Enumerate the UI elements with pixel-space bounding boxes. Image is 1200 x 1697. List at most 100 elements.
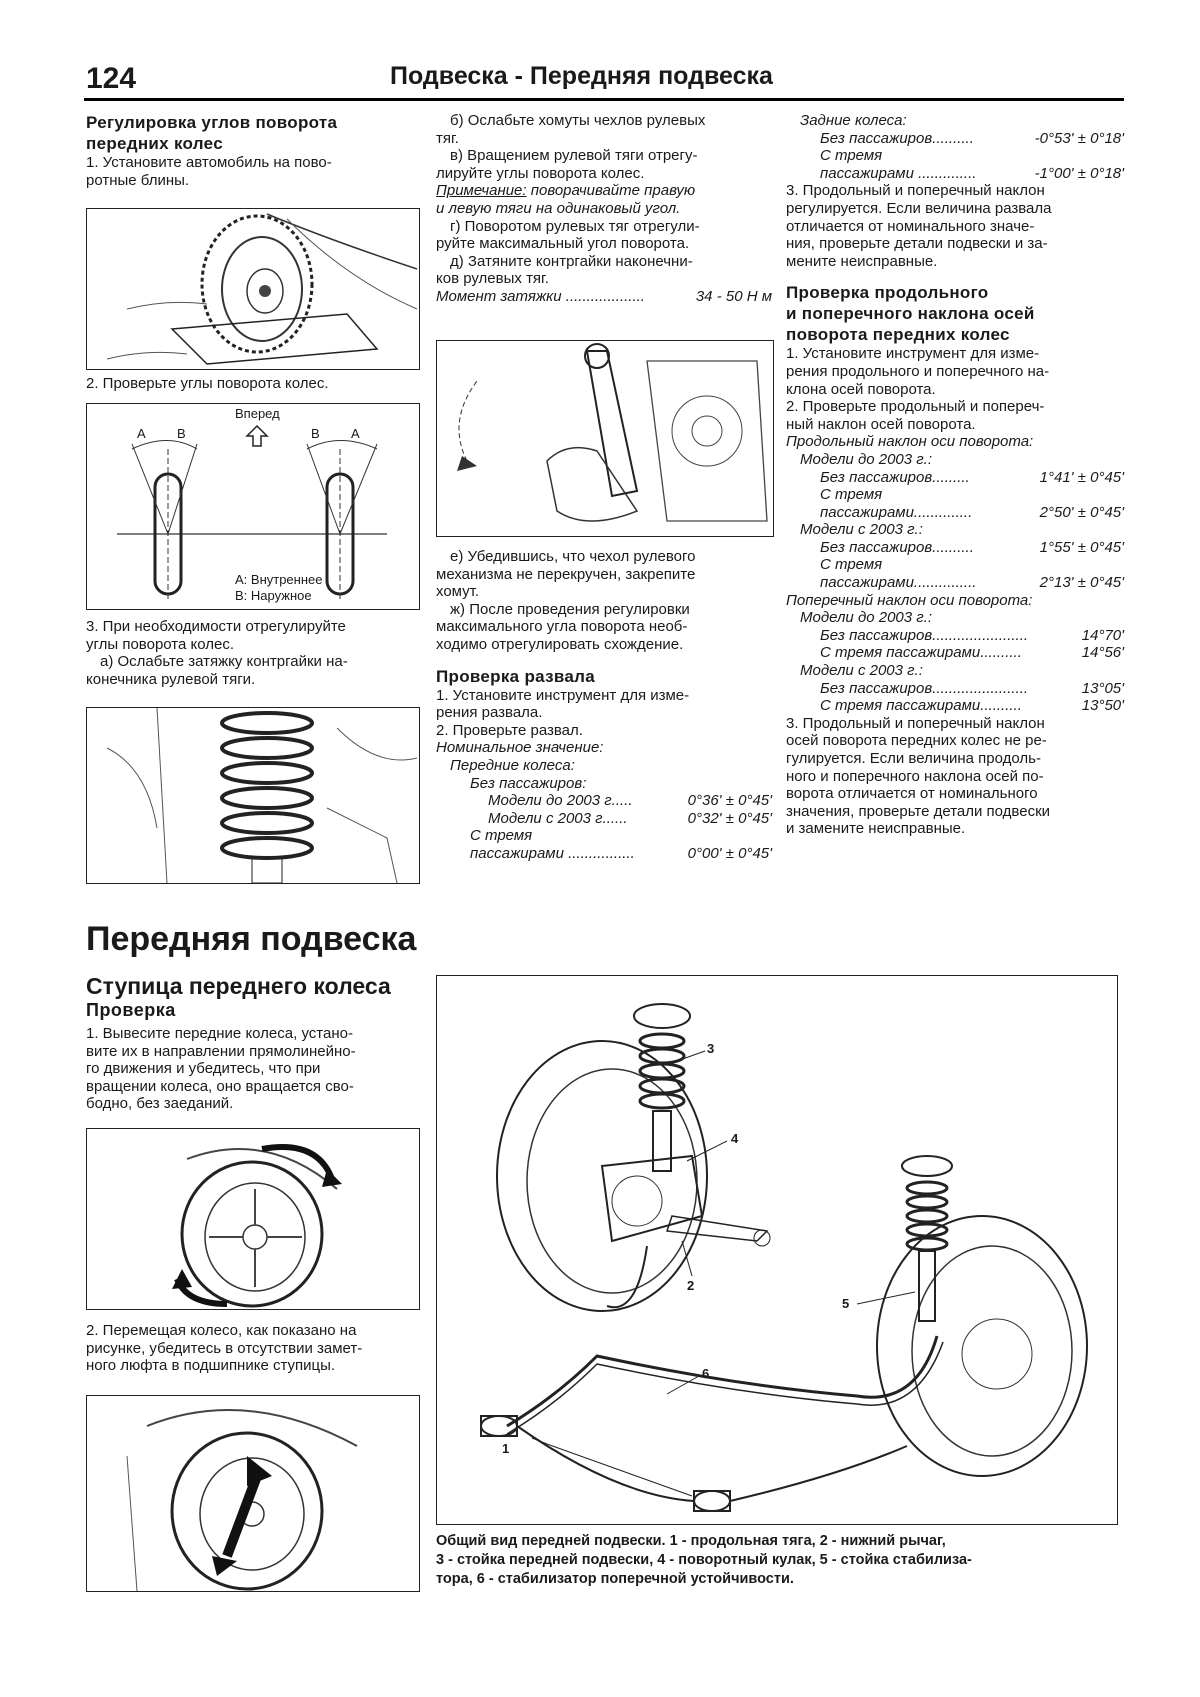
spec-row: пассажирами...............2°13' ± 0°45'	[820, 574, 1124, 592]
step-text: ного люфта в подшипнике ступицы.	[86, 1357, 336, 1375]
step-text: хомут.	[436, 583, 480, 601]
callout-6: 6	[702, 1366, 710, 1381]
spec-label: Без пассажиров:	[470, 774, 587, 792]
step-text: гулируется. Если величина продоль-	[786, 750, 1041, 767]
step-text: рения продольного и поперечного на-	[786, 362, 1050, 380]
step-text: ного и поперечного наклона осей по-	[786, 767, 1044, 785]
step-text: 2. Проверьте продольный и попереч-	[786, 398, 1045, 416]
column-3: Задние колеса: Без пассажиров..........-…	[786, 112, 1124, 838]
section-heading: Проверка продольного	[786, 283, 989, 303]
step-text: б) Ослабьте хомуты чехлов рулевых	[450, 112, 706, 129]
coil-spring-illustration	[106, 708, 418, 883]
step-text: 2. Перемещая колесо, как показано на	[86, 1322, 357, 1339]
step-text: тяг.	[436, 129, 459, 147]
step-text: бодно, без заеданий.	[86, 1095, 234, 1113]
spec-label: Номинальное значение:	[436, 739, 604, 757]
turning-angle-diagram: Вперед A B B A A: Внутреннее B: Наружное	[86, 403, 420, 610]
turntable-figure	[86, 208, 420, 370]
step-text: 1. Вывесите передние колеса, устано-	[86, 1025, 353, 1042]
legend-outer: B: Наружное	[235, 588, 312, 603]
step-text: и замените неисправные.	[786, 820, 966, 838]
step-text: клона осей поворота.	[786, 380, 936, 398]
callout-1: 1	[502, 1441, 510, 1456]
spec-row: Без пассажиров.........1°41' ± 0°45'	[820, 468, 1124, 486]
torque-spec: Момент затяжки ...................34 - 5…	[436, 287, 772, 305]
step-text: е) Убедившись, что чехол рулевого	[450, 548, 696, 565]
spec-label: С тремя	[820, 147, 883, 165]
step-text: руйте максимальный угол поворота.	[436, 235, 690, 253]
step-text: 2. Проверьте углы поворота колес.	[86, 375, 329, 392]
section-heading-cont: передних колес	[86, 134, 223, 153]
figure-caption: Общий вид передней подвески. 1 - продоль…	[436, 1532, 1116, 1589]
step-text: ный наклон осей поворота.	[786, 415, 976, 433]
step-text: рения развала.	[436, 704, 543, 722]
angle-b-label: B	[177, 426, 186, 441]
suspension-overview-figure: 1 2 3 4 5 6	[436, 975, 1118, 1525]
step-text: ходимо отрегулировать схождение.	[436, 635, 684, 653]
turning-angle-svg	[117, 424, 387, 599]
step-text: 3. Продольный и поперечный наклон	[786, 714, 1045, 732]
section-heading: поворота передних колес	[786, 325, 1010, 345]
step-text: отличается от номинального значе-	[786, 217, 1035, 235]
step-text: осей поворота передних колес не ре-	[786, 732, 1047, 750]
step-text: конечника рулевой тяги.	[86, 670, 256, 688]
column-1-top: Регулировка углов поворота передних коле…	[86, 112, 421, 189]
header-rule	[84, 98, 1124, 101]
spec-row: пассажирами..............2°50' ± 0°45'	[820, 503, 1124, 521]
spec-label: Поперечный наклон оси поворота:	[786, 591, 1033, 609]
caption-line: Общий вид передней подвески. 1 - продоль…	[436, 1533, 946, 1549]
spec-row: Без пассажиров.......................13°…	[820, 679, 1124, 697]
page-title: Подвеска - Передняя подвеска	[390, 62, 773, 90]
caption-line: тора, 6 - стабилизатор поперечной устойч…	[436, 1571, 794, 1587]
spec-label: Продольный наклон оси поворота:	[786, 433, 1034, 451]
wheel-rotate-figure	[86, 1128, 420, 1310]
legend-inner: A: Внутреннее	[235, 572, 323, 587]
hub-steps-2: 2. Перемещая колесо, как показано на рис…	[86, 1322, 421, 1375]
step-text: лируйте углы поворота колес.	[436, 164, 645, 182]
subsection-title: Ступица переднего колеса	[86, 973, 391, 999]
spec-label: С тремя	[820, 556, 883, 574]
step-text: вите их в направлении прямолинейно-	[86, 1042, 356, 1060]
wheel-on-turntable-illustration	[106, 213, 418, 365]
step-text: ротные блины.	[86, 171, 190, 189]
spec-row: Без пассажиров..........1°55' ± 0°45'	[820, 538, 1124, 556]
step-text: д) Затяните контргайки наконечни-	[450, 252, 693, 270]
spec-label: Модели с 2003 г.:	[800, 662, 923, 680]
spec-label: Модели до 2003 г.:	[800, 609, 933, 627]
step-text: механизма не перекручен, закрепите	[436, 565, 696, 583]
spec-label: Передние колеса:	[450, 756, 575, 774]
spec-label: Задние колеса:	[800, 112, 907, 129]
step-text: ж) После проведения регулировки	[450, 600, 690, 618]
spec-row: Модели с 2003 г......0°32' ± 0°45'	[488, 809, 772, 827]
step-text: а) Ослабьте затяжку контргайки на-	[100, 653, 348, 671]
spec-row: пассажирами ................0°00' ± 0°45…	[470, 844, 772, 862]
step-text: углы поворота колес.	[86, 635, 235, 653]
wheel-rotation-illustration	[172, 1144, 342, 1308]
column-1-step2: 2. Проверьте углы поворота колес.	[86, 375, 421, 393]
spec-label: Модели до 2003 г.:	[800, 450, 933, 468]
wheel-play-illustration	[126, 1409, 358, 1591]
callout-3: 3	[707, 1041, 715, 1056]
step-text: 1. Установите инструмент для изме-	[436, 686, 690, 704]
angle-a-label: A	[137, 426, 146, 441]
step-text: ков рулевых тяг.	[436, 270, 549, 288]
spec-row: Модели до 2003 г.....0°36' ± 0°45'	[488, 792, 772, 810]
callout-4: 4	[731, 1131, 739, 1146]
step-text: значения, проверьте детали подвески	[786, 802, 1051, 820]
step-text: г) Поворотом рулевых тяг отрегули-	[450, 217, 700, 235]
page-number: 124	[86, 62, 137, 95]
spec-row: Без пассажиров.......................14°…	[820, 626, 1124, 644]
step-text: рисунке, убедитесь в отсутствии замет-	[86, 1339, 363, 1357]
caption-line: 3 - стойка передней подвески, 4 - поворо…	[436, 1552, 972, 1568]
angle-b-label: B	[311, 426, 320, 441]
step-text: 1. Установите автомобиль на пово-	[86, 154, 332, 171]
spec-row: С тремя пассажирами..........14°56'	[820, 644, 1124, 662]
spec-label: Модели с 2003 г.:	[800, 521, 923, 539]
note-text: и левую тяги на одинаковый угол.	[436, 199, 681, 217]
angle-a-label: A	[351, 426, 360, 441]
section-heading: Проверка развала	[436, 666, 595, 686]
note-text: Примечание: поворачивайте правую	[436, 182, 696, 200]
step-text: максимального угла поворота необ-	[436, 618, 688, 636]
spec-row: пассажирами ..............-1°00' ± 0°18'	[820, 164, 1124, 182]
wheel-play-figure	[86, 1395, 420, 1592]
